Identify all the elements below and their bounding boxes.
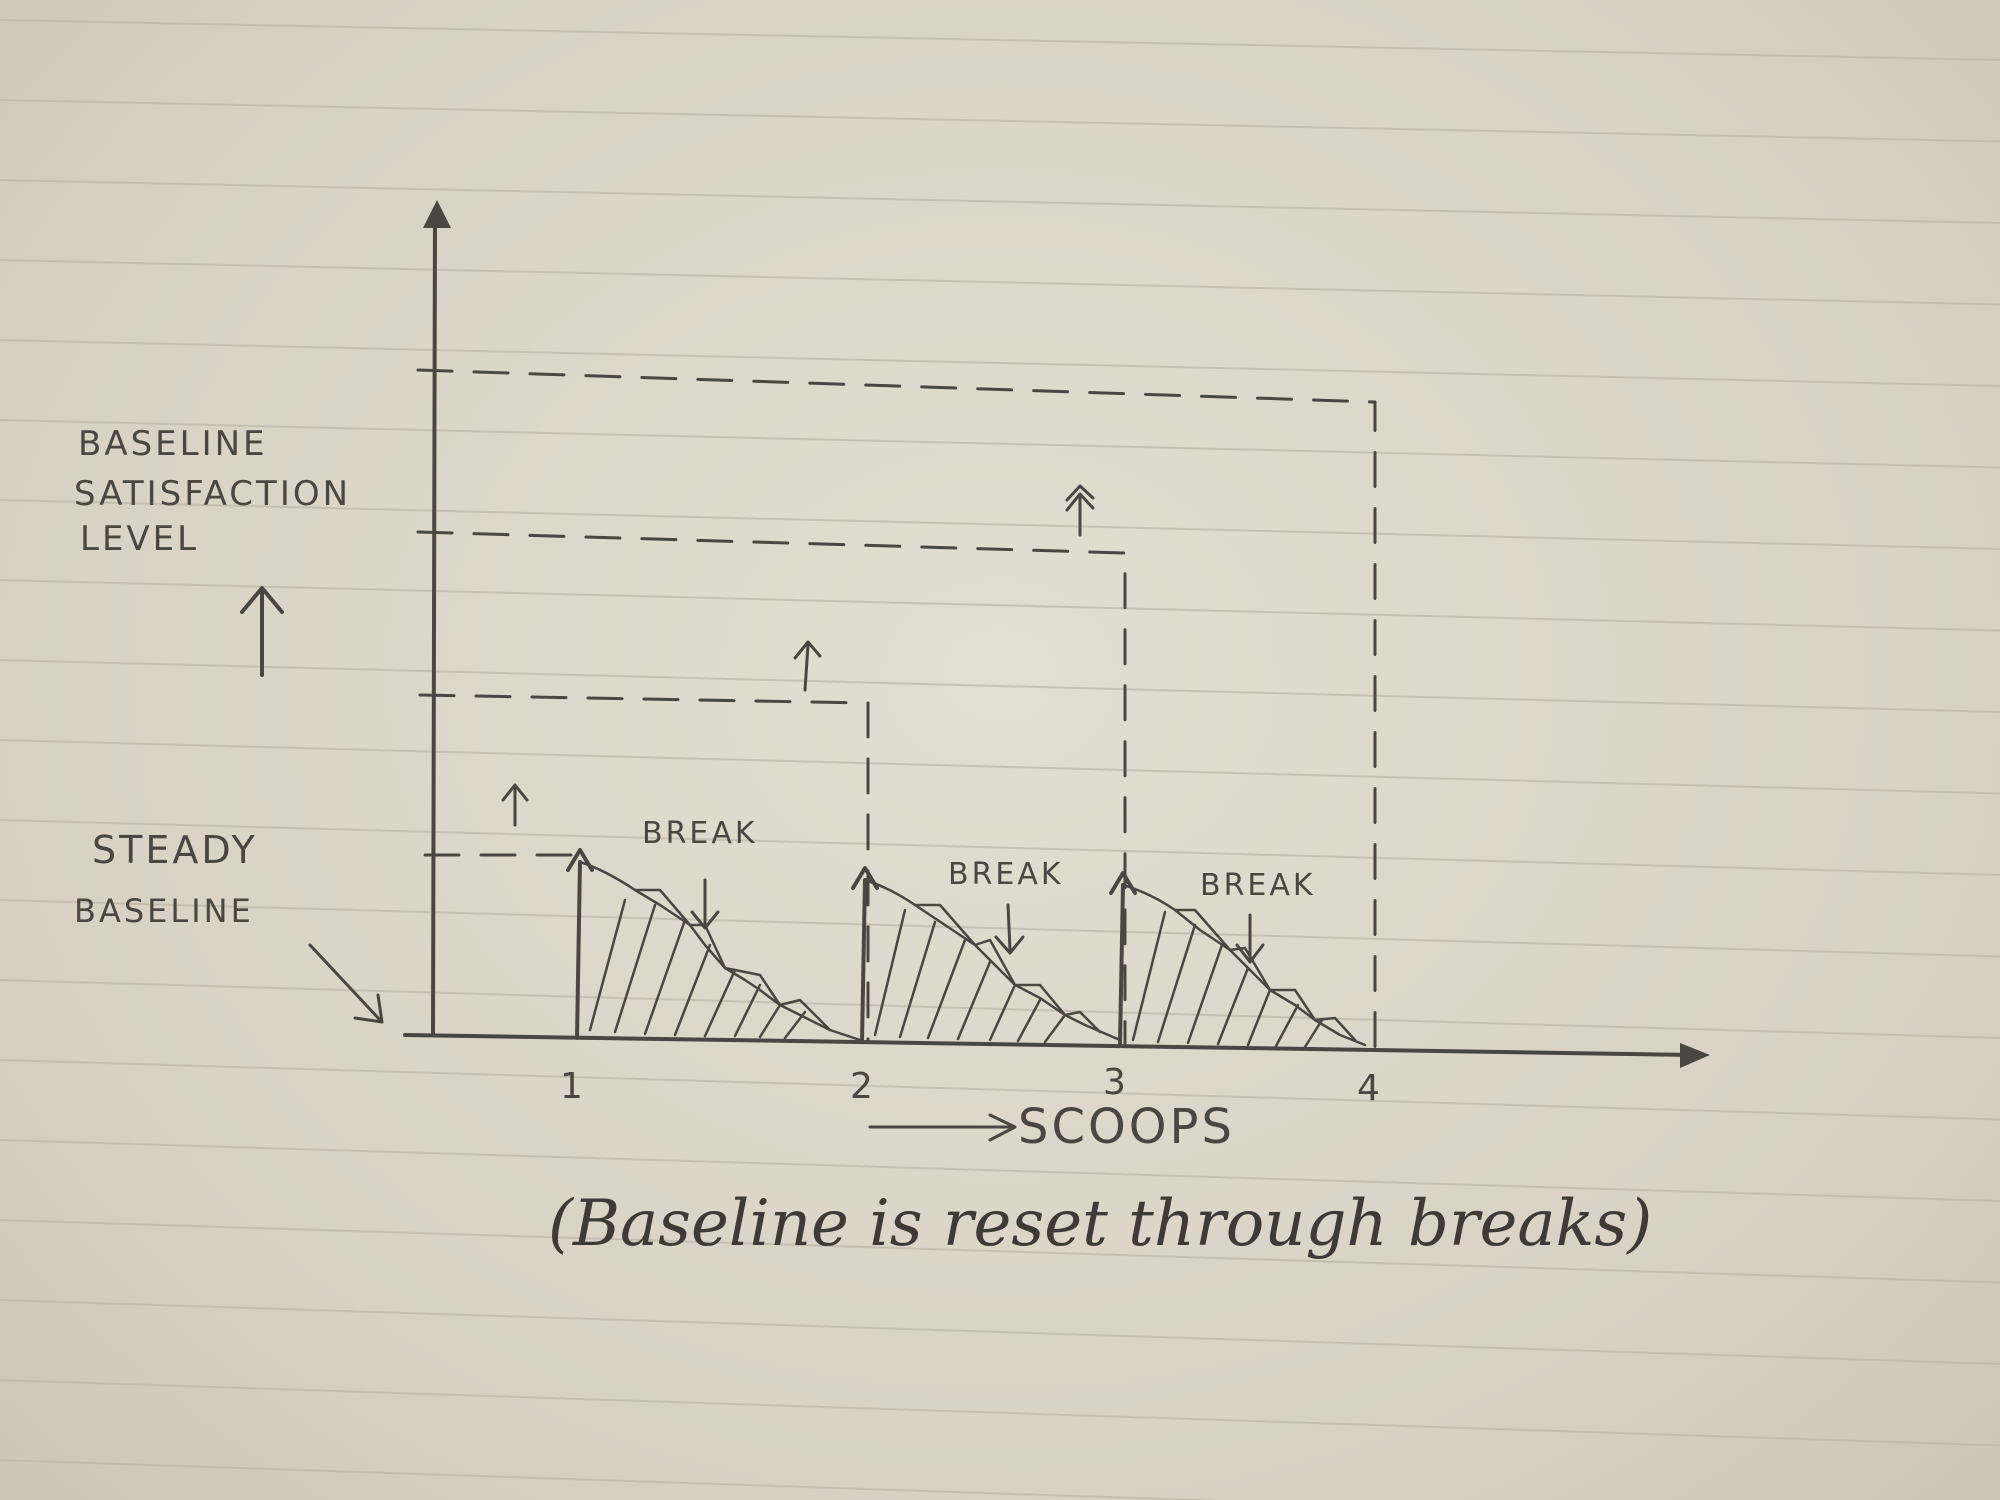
y-axis: [431, 213, 437, 1037]
ruled-line: [0, 1219, 2000, 1284]
break-label-3: BREAK: [1200, 868, 1316, 903]
y-axis-label-line-1: BASELINE: [78, 424, 268, 464]
level-line-4: [416, 368, 1377, 1054]
pointer-arrow-icon: [308, 943, 384, 1024]
up-arrow-icon: [793, 640, 822, 692]
ruled-line: [0, 499, 2000, 550]
x-label-arrow-icon: [868, 1113, 1017, 1142]
ruled-line: [0, 419, 2000, 469]
tick-1: 1: [560, 1066, 586, 1107]
ruled-lines: [0, 19, 2000, 1500]
ruled-line: [0, 1299, 2000, 1365]
ruled-line: [0, 659, 2000, 713]
decay-region-1: [578, 860, 862, 1042]
ruled-line: [0, 899, 2000, 958]
spike-2: [851, 866, 879, 1044]
up-arrow-icon: [501, 783, 529, 827]
y-axis-arrowhead: [423, 200, 451, 228]
ruled-line: [0, 259, 2000, 306]
baseline-levels: [416, 368, 1377, 1054]
spike-1: [566, 848, 594, 1040]
x-axis-label: SCOOPS: [1018, 1099, 1235, 1155]
ruled-line: [0, 19, 2000, 61]
spike-3: [1109, 871, 1137, 1047]
x-axis-arrowhead: [1680, 1043, 1710, 1068]
ruled-line: [0, 579, 2000, 632]
ruled-line: [0, 739, 2000, 795]
level-line-2: [418, 693, 870, 1042]
rise-arrows: [240, 484, 1095, 1024]
ruled-line: [0, 979, 2000, 1039]
ruled-line: [0, 179, 2000, 224]
down-arrow-icon: [994, 903, 1025, 955]
ruled-line: [0, 1379, 2000, 1447]
break-label-2: BREAK: [948, 857, 1064, 892]
ruled-line: [0, 339, 2000, 387]
level-line-3: [416, 530, 1127, 1047]
tick-2: 2: [850, 1066, 876, 1107]
steady-label-line-1: STEADY: [92, 828, 258, 872]
tick-4: 4: [1357, 1068, 1383, 1109]
ruled-line: [0, 99, 2000, 143]
steady-label-line-2: BASELINE: [74, 892, 254, 930]
x-axis: [403, 1033, 1697, 1057]
ruled-line: [0, 1059, 2000, 1121]
break-label-1: BREAK: [642, 816, 758, 851]
down-arrow-icon: [1235, 913, 1265, 964]
up-arrow-icon: [1065, 484, 1095, 537]
y-axis-label-line-3: LEVEL: [80, 519, 199, 559]
scoop-spikes: [566, 848, 1137, 1047]
decay-region-2: [863, 878, 1122, 1044]
decay-region-3: [1121, 883, 1367, 1049]
caption: (Baseline is reset through breaks): [548, 1187, 1652, 1261]
break-arrows: [690, 878, 1265, 964]
ruled-line: [0, 1459, 1224, 1500]
ruled-line: [0, 819, 2000, 876]
ruled-line: [0, 1139, 2000, 1202]
up-arrow-icon: [240, 586, 284, 677]
y-axis-label-line-2: SATISFACTION: [74, 474, 351, 514]
down-arrow-icon: [690, 878, 720, 930]
tick-3: 3: [1103, 1062, 1129, 1103]
